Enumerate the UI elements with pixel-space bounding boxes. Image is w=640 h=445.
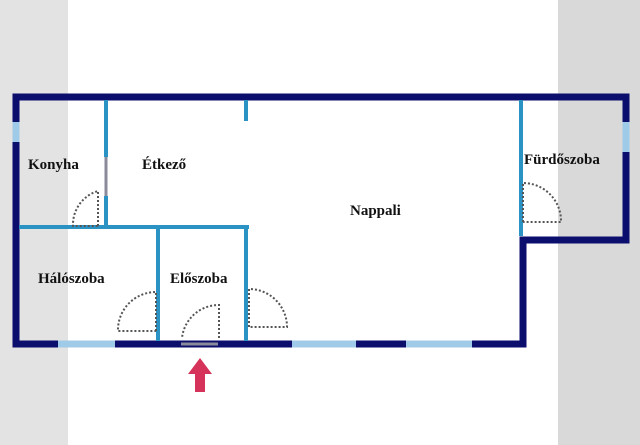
- windows: [12, 122, 630, 348]
- door-konyha: [71, 189, 99, 227]
- door-nappali: [248, 287, 289, 328]
- room-label-furdoszoba: Fürdőszoba: [524, 152, 600, 168]
- inner-walls: [19, 100, 523, 341]
- room-label-haloszoba: Hálószoba: [38, 271, 105, 287]
- room-label-etkezo: Étkező: [142, 156, 187, 173]
- arrow-up-icon: [188, 358, 212, 392]
- door-haloszoba: [116, 290, 157, 332]
- room-label-nappali: Nappali: [350, 203, 401, 219]
- room-label-eloszoba: Előszoba: [170, 271, 228, 287]
- doors: [71, 181, 563, 339]
- door-furdoszoba: [522, 181, 563, 223]
- door-entrance: [181, 303, 220, 339]
- outer-walls: [12, 93, 630, 348]
- background-left: [0, 0, 68, 445]
- room-label-konyha: Konyha: [28, 157, 79, 173]
